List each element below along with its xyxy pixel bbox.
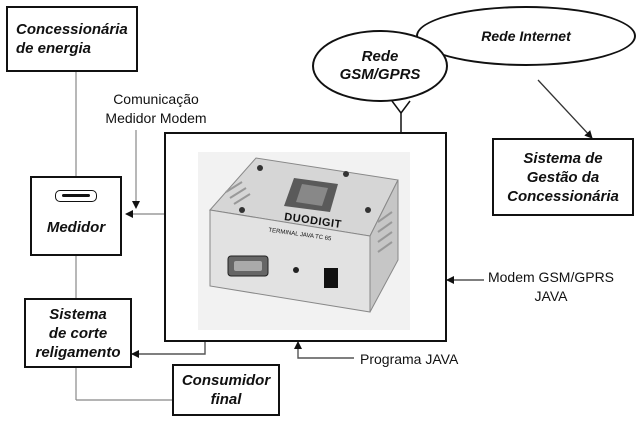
gsm-line1: Rede (361, 48, 399, 65)
gestao-line1: Sistema de (523, 149, 603, 167)
medidor-label: Medidor (46, 219, 106, 236)
modem-frame: DUODIGIT TERMINAL JAVA TC 65 (164, 132, 447, 342)
concessionaria-line1: Concessionária (16, 21, 128, 38)
arrow-modem-corte (131, 340, 206, 358)
gestao-box: Sistema de Gestão da Concessionária (492, 138, 634, 216)
consumidor-line1: Consumidor (181, 372, 271, 389)
corte-line1: Sistema (49, 305, 107, 323)
comunicacao-label: Comunicação Medidor Modem (82, 90, 230, 128)
gsm-cloud: Rede GSM/GPRS (312, 30, 448, 102)
gsm-line2: GSM/GPRS (339, 66, 421, 83)
modem-label-line2: JAVA (534, 288, 568, 304)
gestao-line3: Concessionária (507, 187, 619, 205)
meter-display-icon (55, 190, 97, 202)
consumidor-line2: final (210, 391, 242, 408)
corte-line2: de corte (48, 324, 108, 342)
corte-line3: religamento (35, 343, 121, 361)
gestao-line2: Gestão da (526, 168, 600, 186)
modem-photo (209, 157, 399, 313)
modem-device-illustration: DUODIGIT TERMINAL JAVA TC 65 (198, 152, 410, 330)
modem-label-line1: Modem GSM/GPRS (487, 269, 615, 285)
programa-label: Programa JAVA (360, 351, 459, 367)
arrow-internet-gestao (537, 79, 593, 139)
concessionaria-line2: de energia (16, 40, 92, 57)
comunicacao-line2: Medidor Modem (105, 110, 207, 126)
medidor-box: Medidor (30, 176, 122, 256)
comunicacao-line1: Comunicação (113, 91, 199, 107)
concessionaria-box: Concessionária de energia (6, 6, 138, 72)
arrow-programa (294, 341, 354, 359)
corte-box: Sistema de corte religamento (24, 298, 132, 368)
modem-label: Modem GSM/GPRS JAVA (486, 268, 616, 306)
internet-cloud: Rede Internet (416, 6, 636, 66)
consumidor-box: Consumidor final (172, 364, 280, 416)
internet-label: Rede Internet (481, 28, 571, 44)
